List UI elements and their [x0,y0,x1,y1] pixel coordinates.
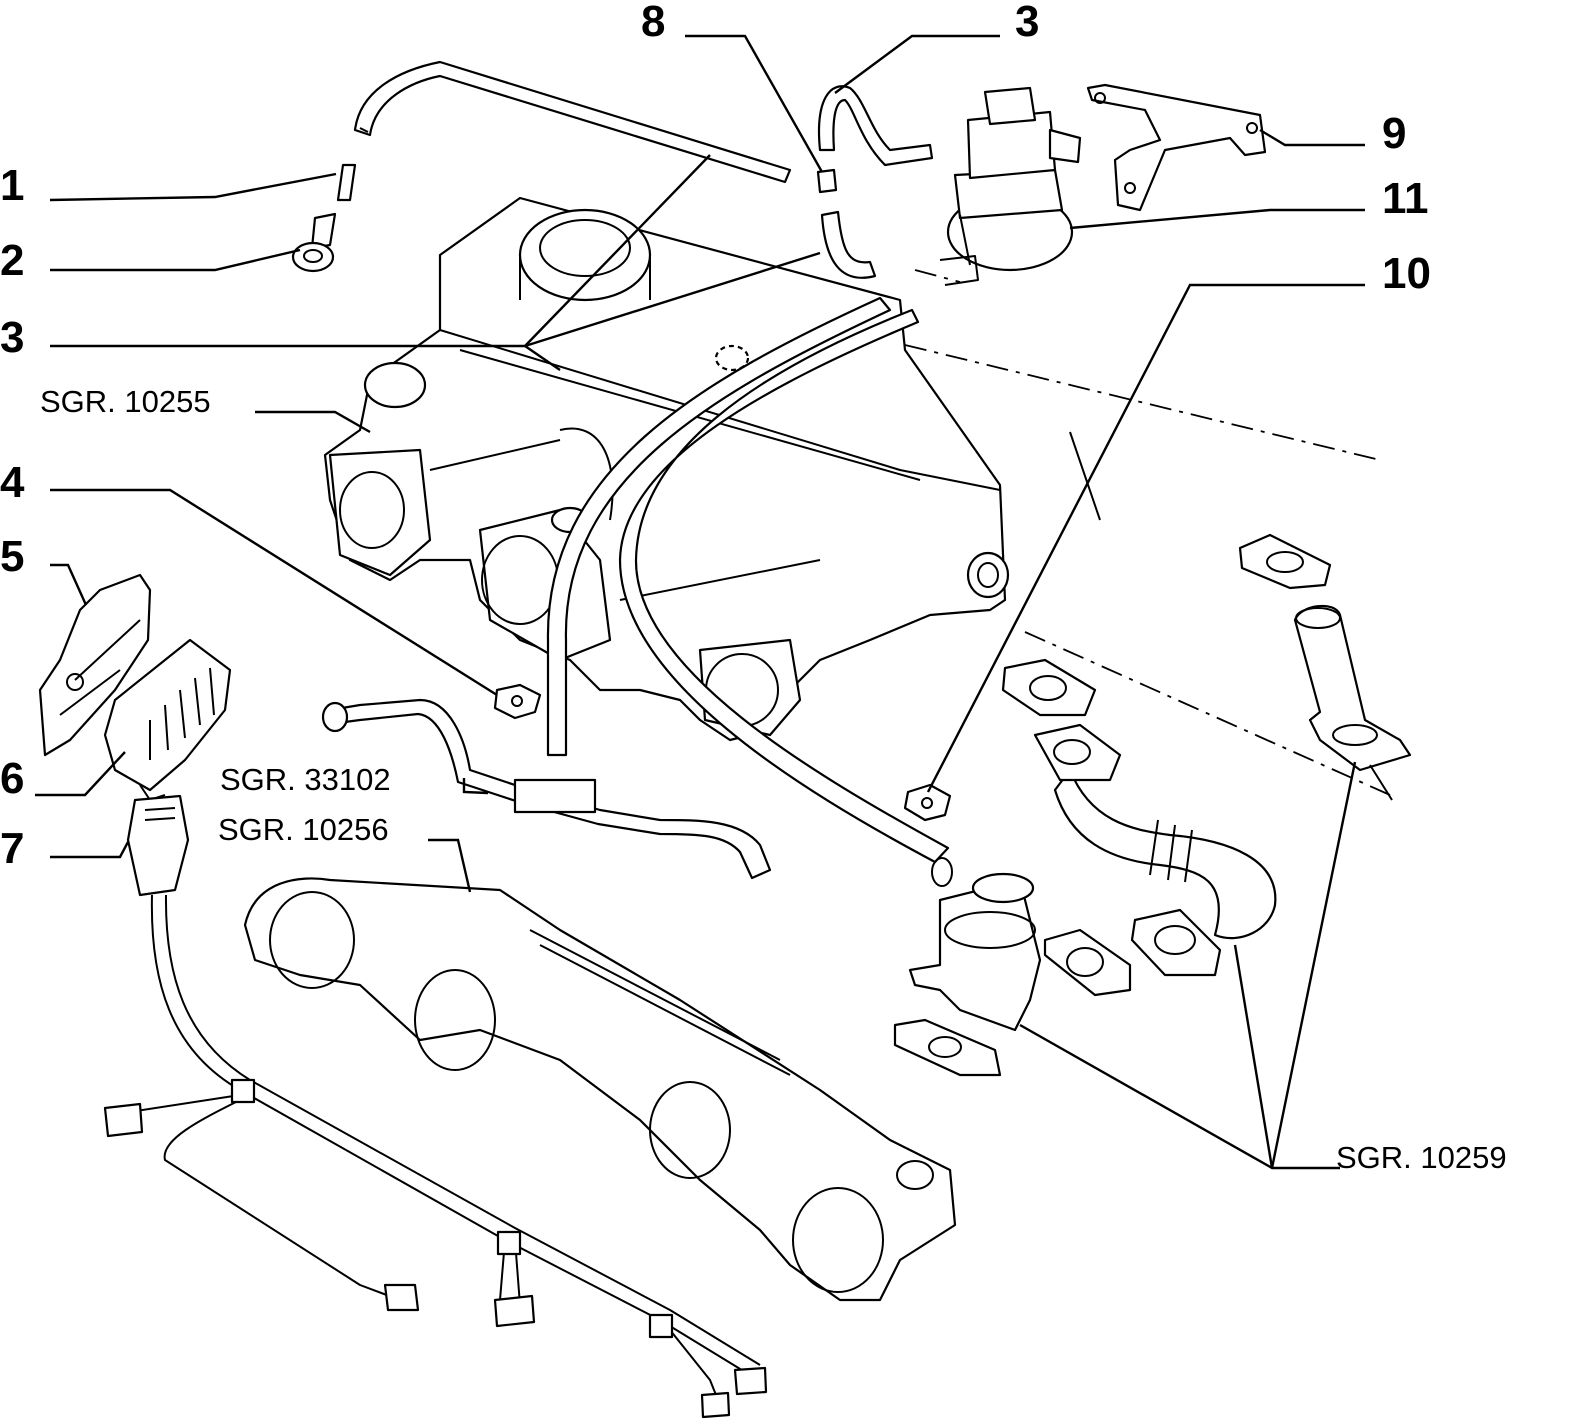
bracket-9 [1086,83,1267,212]
pipe-piece-1 [336,163,357,202]
short-hose [820,210,877,279]
ref-sgr-10255: SGR. 10255 [40,384,211,419]
callout-1: 1 [0,161,24,210]
breather-pipe [353,60,792,184]
ref-sgr-33102: SGR. 33102 [220,762,391,797]
ref-sgr-10256: SGR. 10256 [218,812,389,847]
air-hose [321,698,772,880]
callout-5: 5 [0,532,24,581]
callout-6: 6 [0,754,24,803]
callout-9: 9 [1382,109,1406,158]
alignment-lines [904,269,1393,801]
screw-2 [291,212,337,273]
connector-8 [816,168,838,194]
clip-4 [493,683,542,720]
callout-10: 10 [1382,249,1431,298]
callout-labels: 1 2 3 3 4 5 6 7 8 9 10 11 [0,0,1431,873]
vacuum-hose-3 [817,85,934,167]
exhaust-manifold [243,877,957,1302]
leader-lines [35,34,1365,1170]
egr-valve-assembly [893,533,1412,1077]
egr-solenoid-valve [939,86,1082,286]
vacuum-hoses [546,296,953,887]
callout-11: 11 [1382,174,1429,223]
callout-8: 8 [641,0,665,46]
clip-10 [903,783,952,822]
callout-4: 4 [0,458,25,507]
callout-3-left: 3 [0,313,24,362]
module-6 [103,638,232,801]
ref-sgr-10259: SGR. 10259 [1336,1140,1507,1175]
bracket-5 [38,573,152,757]
callout-3-top: 3 [1015,0,1039,46]
callout-7: 7 [0,824,24,873]
callout-2: 2 [0,236,24,285]
reference-labels: SGR. 10255 SGR. 33102 SGR. 10256 SGR. 10… [40,384,1507,1175]
wiring-harness-7 [103,794,768,1419]
